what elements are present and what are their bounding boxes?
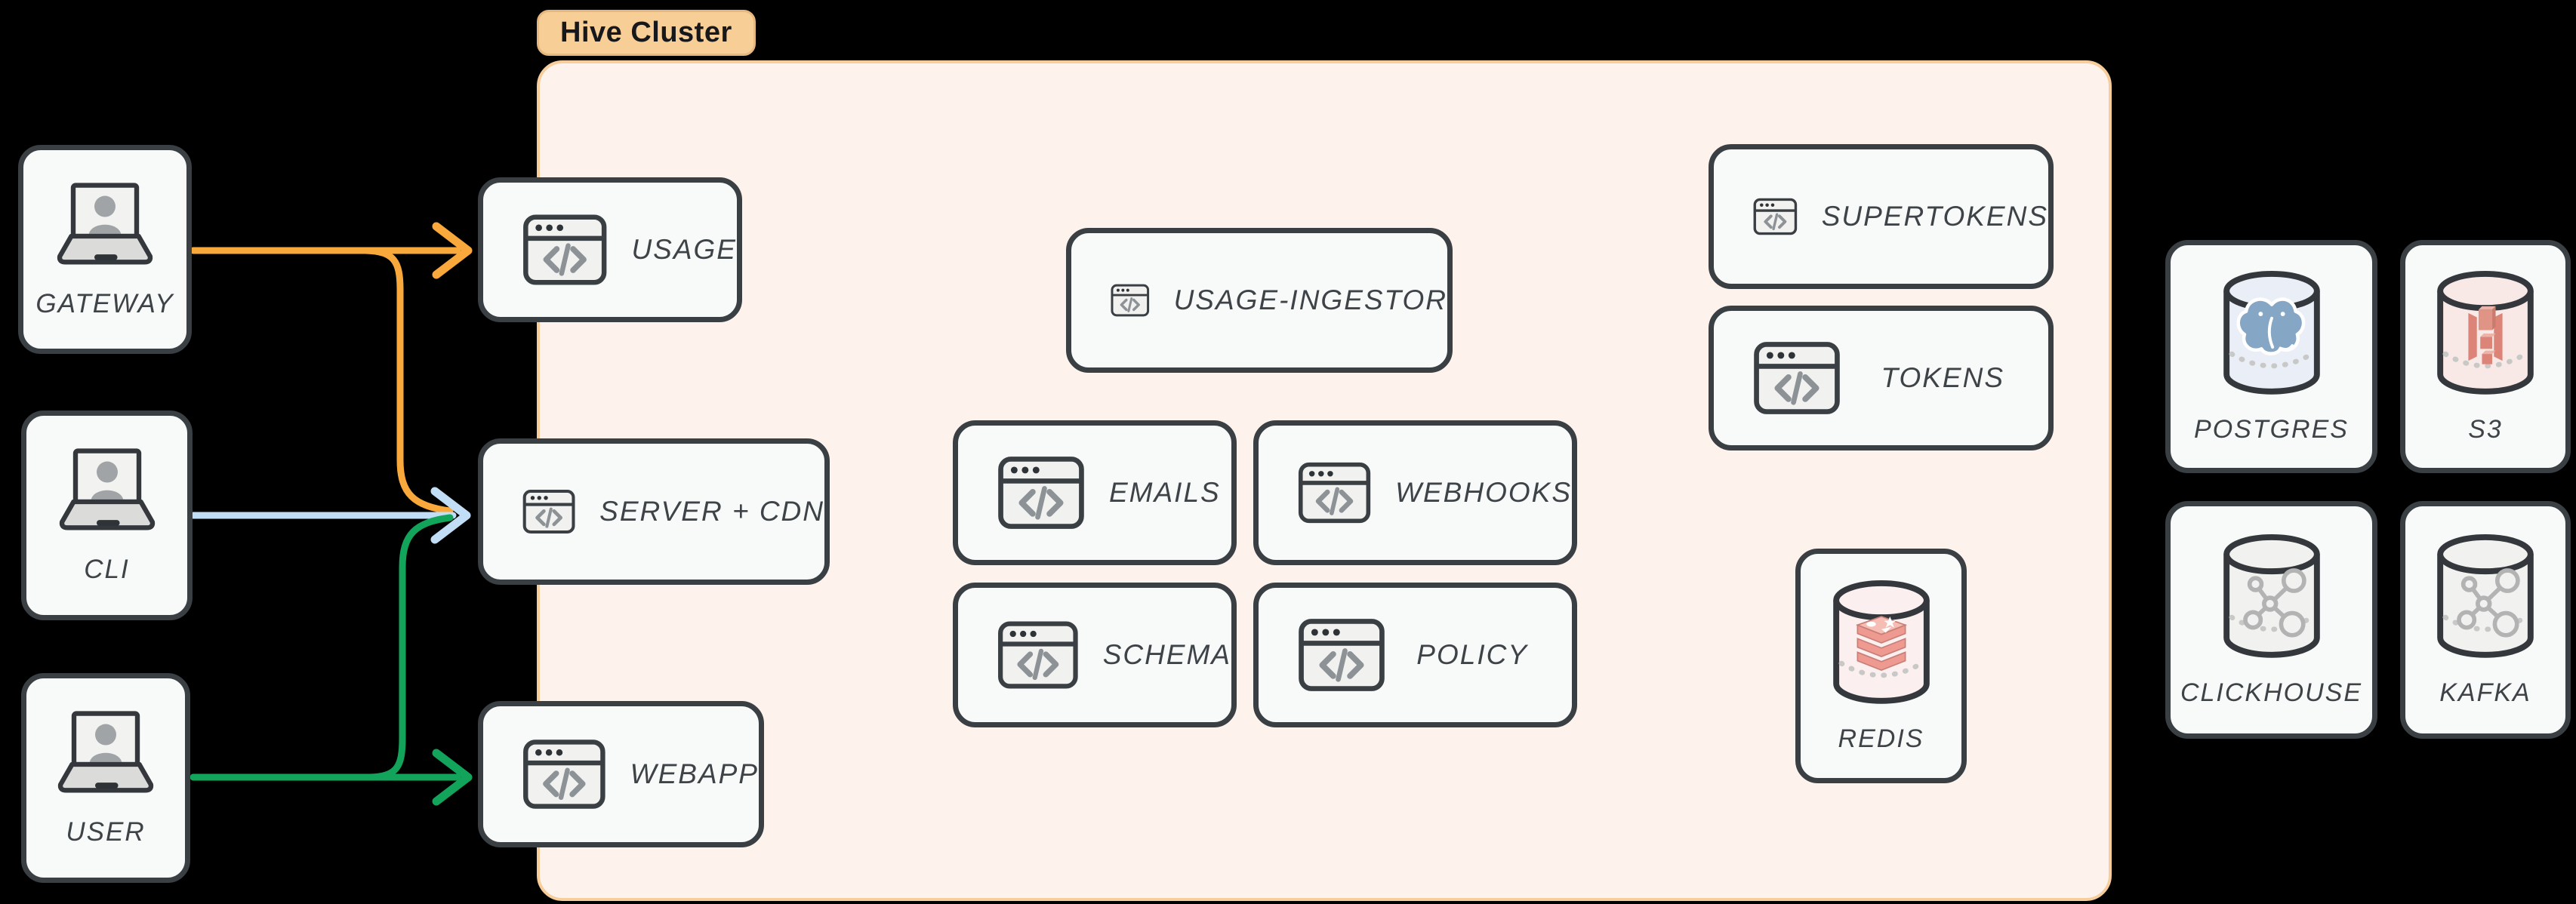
node-label: SCHEMA (1102, 639, 1231, 670)
redis-stack-logo (1855, 616, 1907, 672)
node-label: WEBAPP (630, 758, 759, 789)
db-node-postgres: POSTGRES (2165, 240, 2377, 473)
node-label: CLICKHOUSE (2180, 678, 2363, 707)
db-node-kafka: KAFKA (2400, 501, 2571, 739)
cluster-title: Hive Cluster (560, 17, 732, 48)
node-label: POSTGRES (2194, 415, 2349, 444)
node-label: S3 (2468, 415, 2503, 444)
db-node-redis: REDIS (1795, 549, 1967, 783)
code-window-icon (998, 457, 1084, 529)
db-node-clickhouse: CLICKHOUSE (2165, 501, 2377, 739)
arrow-cli-to-server-cdn (190, 487, 471, 544)
laptop-user-icon (57, 711, 154, 793)
node-label: GATEWAY (35, 288, 174, 318)
node-label: POLICY (1416, 639, 1528, 670)
redis-db-icon (1832, 580, 1930, 704)
code-window-icon (523, 214, 607, 285)
arrow-user-to-server-cdn (366, 514, 454, 781)
node-label: USER (66, 817, 146, 847)
client-node-user: USER (21, 673, 190, 883)
arrowhead-icon (432, 222, 473, 279)
node-label: SERVER + CDN (599, 496, 824, 527)
node-label: USAGE-INGESTOR (1173, 284, 1447, 315)
client-node-gateway: GATEWAY (18, 145, 192, 354)
service-node-tokens: TOKENS (1709, 306, 2054, 450)
node-label: USAGE (631, 234, 737, 265)
data-molecule-logo (2457, 568, 2520, 638)
cluster-title-badge: Hive Cluster (537, 10, 756, 56)
node-label: REDIS (1838, 724, 1924, 753)
service-node-policy: POLICY (1253, 583, 1577, 727)
service-node-webapp: WEBAPP (478, 701, 764, 847)
node-label: SUPERTOKENS (1821, 201, 2048, 232)
code-window-icon (523, 739, 605, 809)
kafka-db-icon (2437, 534, 2534, 658)
node-label: EMAILS (1109, 477, 1221, 508)
s3-bucket-logo (2468, 306, 2503, 364)
service-node-usage-ingestor: USAGE-INGESTOR (1066, 228, 1453, 373)
laptop-user-icon (59, 448, 155, 530)
service-node-webhooks: WEBHOOKS (1253, 420, 1577, 565)
s3-db-icon (2437, 271, 2534, 395)
db-node-s3: S3 (2400, 240, 2571, 473)
service-node-usage: USAGE (478, 177, 742, 322)
postgres-elephant-logo (2236, 297, 2305, 355)
code-window-icon (998, 621, 1078, 689)
laptop-user-icon (57, 182, 153, 265)
data-molecule-logo (2242, 568, 2306, 638)
code-window-icon (1111, 284, 1150, 317)
arrowhead-icon (430, 487, 471, 544)
node-label: TOKENS (1881, 362, 2004, 393)
code-window-icon (1754, 342, 1840, 414)
postgres-db-icon (2223, 271, 2320, 395)
arrowhead-icon (432, 749, 473, 806)
code-window-icon (1298, 462, 1371, 524)
node-label: WEBHOOKS (1395, 477, 1572, 508)
client-node-cli: CLI (21, 410, 193, 620)
service-node-supertokens: SUPERTOKENS (1709, 144, 2054, 289)
node-label: CLI (84, 555, 130, 584)
code-window-icon (522, 489, 575, 534)
code-window-icon (1299, 619, 1385, 691)
arrow-user-to-webapp (190, 749, 473, 806)
service-node-emails: EMAILS (953, 420, 1237, 565)
clickhouse-db-icon (2223, 534, 2320, 658)
node-label: KAFKA (2439, 678, 2531, 707)
service-node-schema: SCHEMA (953, 583, 1237, 727)
arrow-gateway-to-usage (190, 222, 473, 279)
service-node-server-cdn: SERVER + CDN (478, 438, 830, 585)
arrow-gateway-to-server-cdn (362, 247, 454, 515)
code-window-icon (1753, 198, 1798, 235)
